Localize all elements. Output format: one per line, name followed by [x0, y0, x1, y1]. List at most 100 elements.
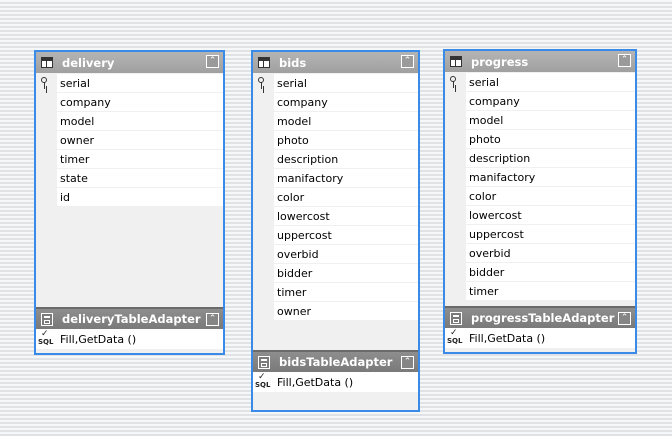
column-row[interactable]: owner: [253, 302, 418, 321]
table-adapter-header[interactable]: deliveryTableAdapter ⌃: [36, 307, 223, 329]
table-adapter-header[interactable]: progressTableAdapter ⌃: [445, 306, 635, 328]
column-row[interactable]: model: [36, 112, 223, 131]
column-name: timer: [466, 282, 635, 300]
column-row[interactable]: serial: [36, 74, 223, 93]
column-row[interactable]: photo: [445, 130, 635, 149]
collapse-chevron-icon[interactable]: ⌃: [206, 55, 219, 68]
column-list: serial company model photo description m…: [253, 73, 418, 350]
column-row[interactable]: overbid: [445, 244, 635, 263]
datatable-icon: [258, 57, 270, 68]
column-name: overbid: [274, 245, 418, 263]
column-row[interactable]: model: [253, 112, 418, 131]
primary-key-icon: [41, 77, 49, 90]
column-name: photo: [466, 130, 635, 148]
column-row[interactable]: uppercost: [253, 226, 418, 245]
datatable-icon: [41, 57, 53, 68]
collapse-chevron-icon[interactable]: ⌃: [618, 54, 631, 67]
primary-key-icon: [450, 76, 458, 89]
column-name: uppercost: [466, 225, 635, 243]
table-adapter-icon: [450, 311, 462, 325]
adapter-method-name: Fill,GetData (): [277, 375, 354, 389]
datatable-header[interactable]: delivery ⌃: [36, 52, 223, 73]
column-name: lowercost: [466, 206, 635, 224]
datatable-progress[interactable]: progress ⌃ serial company model photo de…: [443, 49, 637, 354]
column-list: serial company model photo description m…: [445, 72, 635, 306]
datatable-bids[interactable]: bids ⌃ serial company model photo descri…: [251, 50, 420, 412]
table-adapter-title: bidsTableAdapter: [279, 355, 393, 369]
adapter-method-row[interactable]: ✓SQL Fill,GetData (): [36, 329, 223, 349]
column-row[interactable]: serial: [253, 74, 418, 93]
column-name: company: [274, 93, 418, 111]
column-name: uppercost: [274, 226, 418, 244]
column-row[interactable]: lowercost: [445, 206, 635, 225]
column-name: model: [57, 112, 223, 130]
column-row[interactable]: overbid: [253, 245, 418, 264]
collapse-chevron-icon[interactable]: ⌃: [401, 55, 414, 68]
column-row[interactable]: model: [445, 111, 635, 130]
column-row[interactable]: manifactory: [253, 169, 418, 188]
column-name: manifactory: [274, 169, 418, 187]
column-name: overbid: [466, 244, 635, 262]
column-name: bidder: [466, 263, 635, 281]
column-name: serial: [466, 73, 635, 91]
column-row[interactable]: owner: [36, 131, 223, 150]
column-row[interactable]: uppercost: [445, 225, 635, 244]
column-row[interactable]: color: [253, 188, 418, 207]
column-name: timer: [274, 283, 418, 301]
column-row[interactable]: state: [36, 169, 223, 188]
adapter-method-row[interactable]: ✓SQL Fill,GetData (): [445, 328, 635, 348]
column-name: description: [274, 150, 418, 168]
column-name: owner: [57, 131, 223, 149]
column-row[interactable]: company: [253, 93, 418, 112]
table-adapter-header[interactable]: bidsTableAdapter ⌃: [253, 350, 418, 372]
column-name: company: [57, 93, 223, 111]
column-row[interactable]: bidder: [445, 263, 635, 282]
column-name: model: [274, 112, 418, 130]
column-name: model: [466, 111, 635, 129]
column-name: owner: [274, 302, 418, 320]
adapter-method-row[interactable]: ✓SQL Fill,GetData (): [253, 372, 418, 392]
column-row[interactable]: timer: [36, 150, 223, 169]
column-row[interactable]: photo: [253, 131, 418, 150]
column-name: serial: [57, 74, 223, 92]
column-list: serial company model owner timer state i…: [36, 73, 223, 307]
column-row[interactable]: timer: [253, 283, 418, 302]
datatable-title: progress: [471, 54, 529, 69]
column-name: color: [466, 187, 635, 205]
column-name: id: [57, 188, 223, 206]
column-row[interactable]: description: [253, 150, 418, 169]
sql-query-icon: ✓SQL: [447, 328, 463, 345]
collapse-chevron-icon[interactable]: ⌃: [206, 313, 219, 326]
column-name: bidder: [274, 264, 418, 282]
datatable-header[interactable]: bids ⌃: [253, 52, 418, 73]
datatable-delivery[interactable]: delivery ⌃ serial company model owner ti…: [34, 50, 225, 355]
column-name: color: [274, 188, 418, 206]
sql-query-icon: ✓SQL: [255, 372, 271, 389]
column-row[interactable]: lowercost: [253, 207, 418, 226]
column-row[interactable]: description: [445, 149, 635, 168]
column-row[interactable]: id: [36, 188, 223, 207]
column-row[interactable]: company: [36, 93, 223, 112]
primary-key-icon: [258, 77, 266, 90]
table-adapter-icon: [258, 355, 270, 369]
column-row[interactable]: company: [445, 92, 635, 111]
column-name: timer: [57, 150, 223, 168]
column-row[interactable]: bidder: [253, 264, 418, 283]
table-adapter-title: progressTableAdapter: [471, 311, 615, 325]
column-row[interactable]: color: [445, 187, 635, 206]
collapse-chevron-icon[interactable]: ⌃: [618, 312, 631, 325]
column-name: company: [466, 92, 635, 110]
table-adapter-title: deliveryTableAdapter: [62, 312, 201, 326]
sql-query-icon: ✓SQL: [38, 329, 54, 346]
column-name: description: [466, 149, 635, 167]
column-row[interactable]: timer: [445, 282, 635, 301]
column-row[interactable]: manifactory: [445, 168, 635, 187]
datatable-title: delivery: [62, 55, 115, 70]
datatable-header[interactable]: progress ⌃: [445, 51, 635, 72]
column-row[interactable]: serial: [445, 73, 635, 92]
column-name: lowercost: [274, 207, 418, 225]
column-name: photo: [274, 131, 418, 149]
adapter-method-name: Fill,GetData (): [60, 332, 137, 346]
collapse-chevron-icon[interactable]: ⌃: [401, 356, 414, 369]
adapter-method-name: Fill,GetData (): [469, 331, 546, 345]
